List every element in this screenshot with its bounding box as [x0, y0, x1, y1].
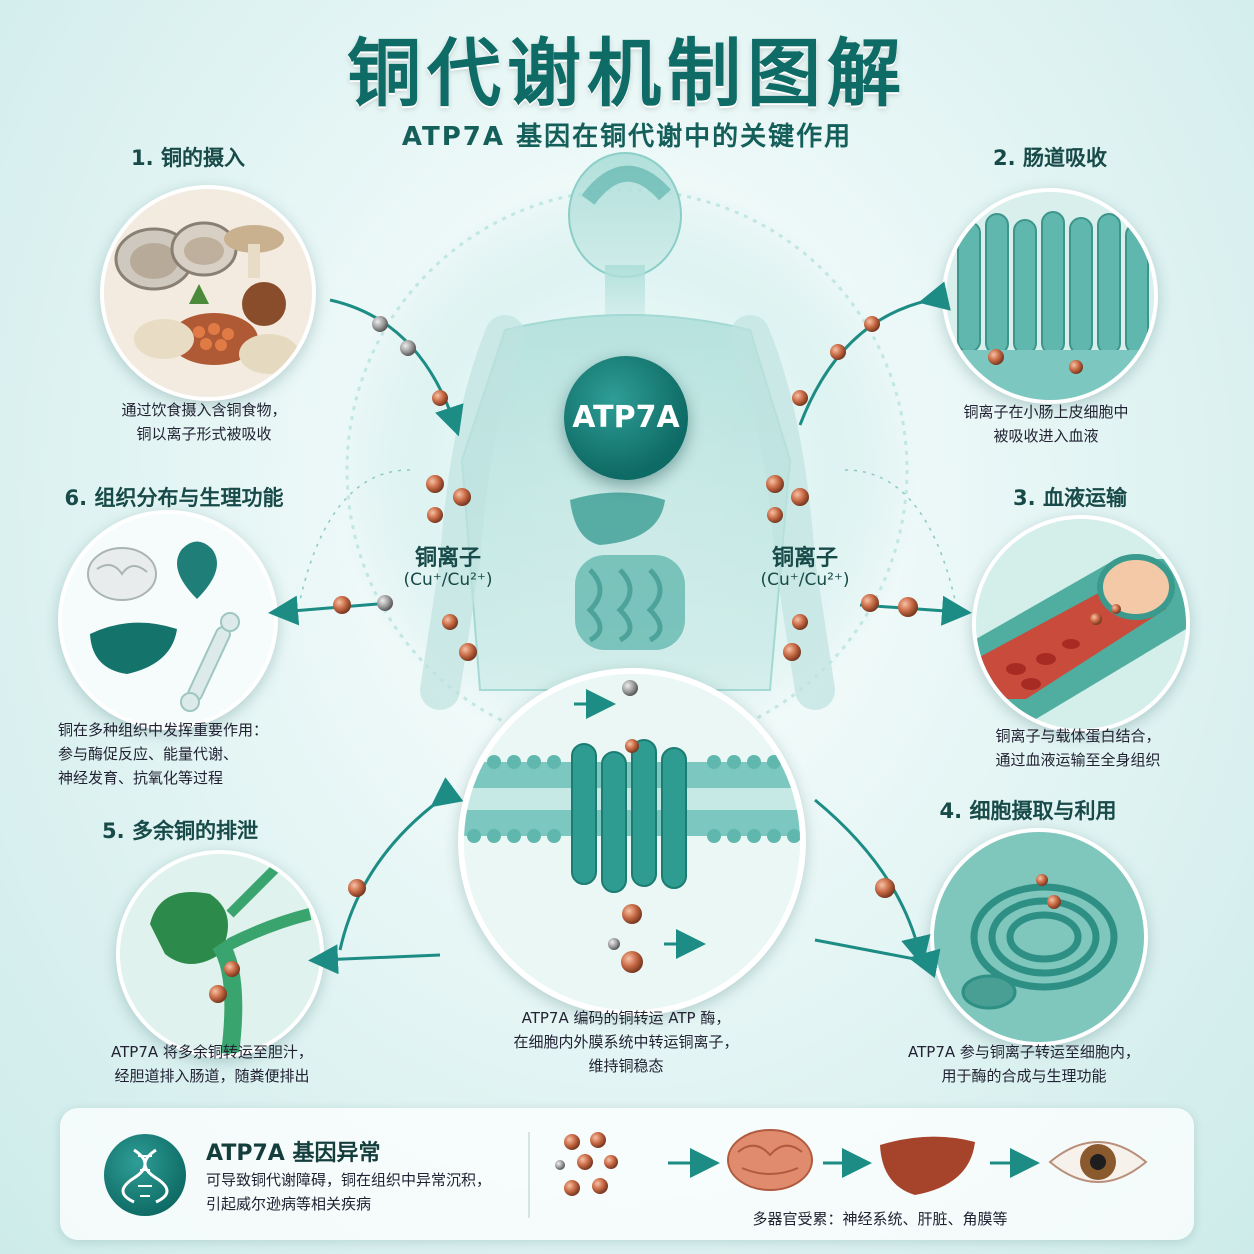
dna-badge	[104, 1134, 186, 1216]
step-3-title: 3. 血液运输	[1013, 486, 1127, 510]
ion-label-left: 铜离子	[414, 546, 481, 571]
liver-icon	[90, 622, 177, 674]
brain-icon	[727, 1129, 813, 1191]
food-illustration	[100, 185, 316, 401]
step-6-title: 6. 组织分布与生理功能	[64, 486, 284, 510]
step-4-desc: ATP7A 参与铜离子转运至细胞内，用于酶的合成与生理功能	[908, 1043, 1140, 1085]
membrane-transporter-illustration	[458, 668, 806, 1016]
bone-icon	[180, 612, 240, 712]
heart-icon	[177, 541, 217, 599]
step-5-title: 5. 多余铜的排泄	[102, 819, 258, 843]
gene-abnormality-title: ATP7A 基因异常	[206, 1141, 381, 1166]
step-4-title: 4. 细胞摄取与利用	[939, 799, 1117, 823]
ion-formula-left: (Cu⁺/Cu²⁺)	[403, 570, 493, 590]
panel-divider	[528, 1132, 530, 1218]
liver-icon	[880, 1136, 975, 1195]
atp7a-badge: ATP7A	[564, 356, 688, 480]
ion-formula-right: (Cu⁺/Cu²⁺)	[760, 570, 850, 590]
step-2-title: 2. 肠道吸收	[993, 146, 1107, 170]
gene-abnormality-desc: 可导致铜代谢障碍，铜在组织中异常沉积，引起威尔逊病等相关疾病	[206, 1171, 492, 1213]
blood-vessel-illustration	[972, 515, 1190, 733]
step-2-desc: 铜离子在小肠上皮细胞中被吸收进入血液	[963, 403, 1129, 445]
page-subtitle: ATP7A 基因在铜代谢中的关键作用	[401, 122, 853, 152]
dna-icon	[121, 1148, 169, 1204]
membrane-desc: ATP7A 编码的铜转运 ATP 酶，在细胞内外膜系统中转运铜离子，维持铜稳态	[513, 1009, 739, 1075]
page-title: 铜代谢机制图解	[347, 31, 907, 117]
gallbladder-illustration	[116, 850, 324, 1058]
ion-label-right: 铜离子	[771, 546, 838, 571]
brain-icon	[87, 547, 157, 601]
step-5-desc: ATP7A 将多余铜转运至胆汁，经胆道排入肠道，随粪便排出	[111, 1043, 313, 1085]
intestine-villi-illustration	[942, 188, 1158, 404]
eye-icon	[1048, 1141, 1148, 1183]
organ-damage-label: 多器官受累：神经系统、肝脏、角膜等	[752, 1210, 1008, 1228]
step-1-title: 1. 铜的摄入	[131, 146, 245, 170]
gene-abnormality-panel	[60, 1108, 1194, 1240]
step-1-desc: 通过饮食摄入含铜食物，铜以离子形式被吸收	[121, 401, 287, 443]
tissue-organs-illustration	[58, 510, 278, 730]
cell-organelle-illustration	[930, 828, 1148, 1046]
step-3-desc: 铜离子与载体蛋白结合，通过血液运输至全身组织	[995, 727, 1161, 769]
step-6-desc: 铜在多种组织中发挥重要作用：参与酶促反应、能量代谢、神经发育、抗氧化等过程	[58, 721, 269, 787]
